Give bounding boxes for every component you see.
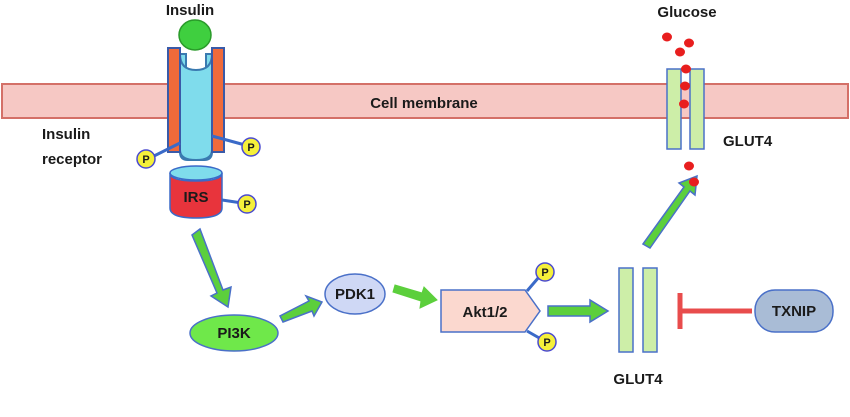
insulin-label: Insulin [166, 2, 214, 19]
akt-label: Akt1/2 [462, 304, 507, 321]
arrow-glut4-translocation [641, 174, 698, 249]
phospho-receptor-left: P [136, 149, 156, 169]
insulin-molecule [178, 19, 212, 51]
phospho-irs: P [237, 194, 257, 214]
svg-text:P: P [541, 267, 548, 279]
receptor-phospho-link-right [211, 134, 246, 147]
phospho-akt-top: P [535, 262, 555, 282]
glut4-membrane-bar-right [689, 68, 705, 150]
irs-node: IRS [169, 165, 223, 219]
txnip-label: TXNIP [772, 303, 816, 320]
glucose-dot [680, 81, 690, 91]
pi3k-node: PI3K [189, 314, 279, 352]
arrow-pdk1-to-akt [392, 284, 438, 309]
glut4-membrane-transporter [666, 68, 705, 150]
phospho-receptor-right: P [241, 137, 261, 157]
akt-node: Akt1/2 [440, 289, 541, 333]
glucose-dot [681, 64, 691, 74]
arrow-pi3k-to-pdk1 [278, 294, 324, 323]
receptor-core [179, 53, 213, 162]
arrow-irs-to-pi3k [191, 227, 232, 309]
glucose-molecules [662, 32, 699, 187]
glucose-dot [689, 177, 699, 187]
akt-phospho-link-top [525, 276, 541, 292]
pi3k-label: PI3K [217, 325, 251, 342]
cell-membrane: Cell membrane [1, 83, 849, 119]
cell-membrane-label: Cell membrane [370, 95, 478, 112]
txnip-node: TXNIP [754, 289, 834, 333]
insulin-receptor-label-2: receptor [42, 151, 102, 168]
pdk1-node: PDK1 [324, 273, 386, 315]
svg-text:P: P [247, 142, 254, 154]
receptor-right-wall [211, 47, 225, 153]
glucose-dot [684, 161, 694, 171]
glut4-vesicle-label: GLUT4 [613, 371, 663, 388]
glucose-dot [679, 99, 689, 109]
glucose-label: Glucose [657, 4, 716, 21]
pdk1-label: PDK1 [335, 286, 375, 303]
svg-text:P: P [243, 199, 250, 211]
glut4-vesicle [618, 267, 658, 353]
glut4-vesicle-bar-right [642, 267, 658, 353]
glucose-dot [675, 47, 685, 57]
receptor-left-wall [167, 47, 181, 153]
insulin-receptor-label-1: Insulin [42, 126, 90, 143]
irs-label: IRS [183, 189, 208, 206]
glut4-vesicle-bar-left [618, 267, 634, 353]
glut4-membrane-bar-left [666, 68, 682, 150]
glucose-dot [662, 32, 672, 42]
svg-text:P: P [543, 337, 550, 349]
glut4-membrane-label: GLUT4 [723, 133, 773, 150]
cell-membrane-band [1, 83, 849, 119]
svg-text:P: P [142, 154, 149, 166]
arrow-akt-to-glut4 [547, 298, 610, 324]
phospho-akt-bottom: P [537, 332, 557, 352]
glucose-dot [684, 38, 694, 48]
insulin-receptor [167, 47, 225, 162]
